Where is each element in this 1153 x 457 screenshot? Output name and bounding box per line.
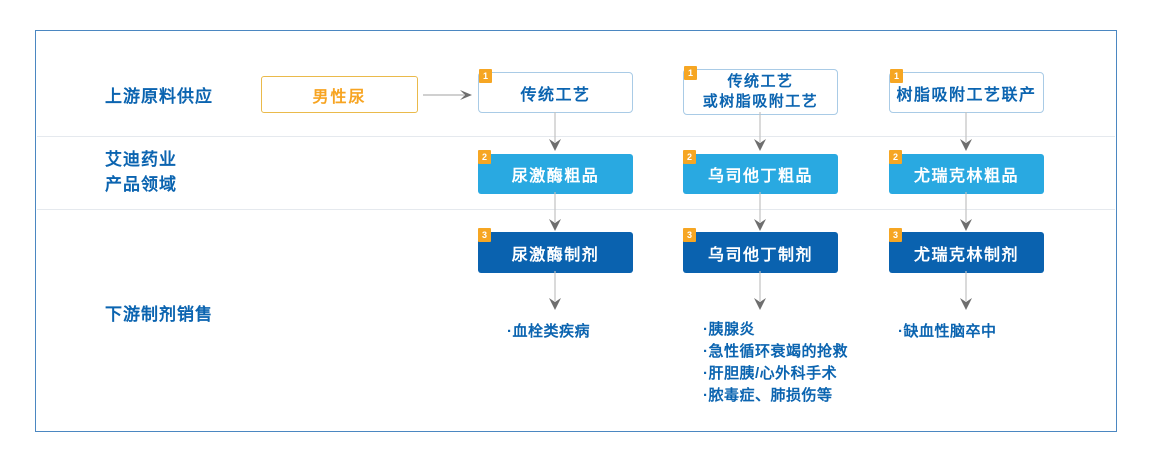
step-badge: 2: [889, 150, 902, 164]
formulation-box-col2: 3 乌司他丁制剂: [683, 228, 838, 273]
indication-list-col1: ·血栓类疾病: [507, 321, 590, 343]
box-label: 乌司他丁制剂: [707, 246, 813, 264]
indication-item: ·胰腺炎: [703, 321, 755, 338]
down-arrow-icon: [960, 192, 972, 231]
box-label: 传统工艺 或树脂吸附工艺: [702, 73, 819, 110]
process-box-col2: 1 传统工艺 或树脂吸附工艺: [683, 66, 838, 115]
step-badge: 2: [683, 150, 696, 164]
row-label-downstream: 下游制剂销售: [105, 305, 213, 324]
box-label: 尤瑞克林粗品: [913, 168, 1019, 185]
box-label: 尤瑞克林制剂: [913, 246, 1019, 264]
down-arrow-icon: [549, 192, 561, 231]
indication-list-col2: ·胰腺炎 ·急性循环衰竭的抢救 ·肝胆胰/心外科手术 ·脓毒症、肺损伤等: [703, 319, 848, 407]
indication-list-col3: ·缺血性脑卒中: [898, 321, 997, 343]
indication-item: ·缺血性脑卒中: [898, 323, 997, 340]
down-arrow-icon: [549, 112, 561, 151]
process-box-col1: 1 传统工艺: [478, 69, 633, 113]
step-badge: 3: [889, 228, 902, 242]
box-label: 乌司他丁粗品: [707, 168, 813, 185]
step-badge: 1: [684, 66, 697, 80]
down-arrow-icon: [754, 112, 766, 151]
step-badge: 3: [478, 228, 491, 242]
box-label: 尿激酶制剂: [511, 246, 600, 264]
indication-item: ·血栓类疾病: [507, 323, 590, 340]
row-label-upstream: 上游原料供应: [105, 87, 213, 106]
box-label: 树脂吸附工艺联产: [896, 86, 1037, 104]
step-badge: 3: [683, 228, 696, 242]
step-badge: 1: [890, 69, 903, 83]
down-arrow-icon: [754, 192, 766, 231]
crude-box-col3: 2 尤瑞克林粗品: [889, 150, 1044, 194]
step-badge: 2: [478, 150, 491, 164]
step-badge: 1: [479, 69, 492, 83]
indication-item: ·脓毒症、肺损伤等: [703, 387, 833, 404]
male-urine-source-box: 男性尿: [261, 76, 418, 113]
row-label-company-products: 艾迪药业 产品领域: [105, 150, 177, 194]
down-arrow-icon: [754, 271, 766, 310]
row-divider-1: [37, 136, 1115, 137]
down-arrow-icon: [960, 271, 972, 310]
indication-item: ·肝胆胰/心外科手术: [703, 365, 838, 382]
right-arrow-icon: [423, 90, 472, 100]
down-arrow-icon: [960, 112, 972, 151]
crude-box-col2: 2 乌司他丁粗品: [683, 150, 838, 194]
box-label: 尿激酶粗品: [511, 168, 600, 185]
formulation-box-col3: 3 尤瑞克林制剂: [889, 228, 1044, 273]
row-divider-2: [37, 209, 1115, 210]
crude-box-col1: 2 尿激酶粗品: [478, 150, 633, 194]
down-arrow-icon: [549, 271, 561, 310]
indication-item: ·急性循环衰竭的抢救: [703, 343, 848, 360]
box-label: 传统工艺: [520, 86, 591, 104]
formulation-box-col1: 3 尿激酶制剂: [478, 228, 633, 273]
process-box-col3: 1 树脂吸附工艺联产: [889, 69, 1044, 113]
